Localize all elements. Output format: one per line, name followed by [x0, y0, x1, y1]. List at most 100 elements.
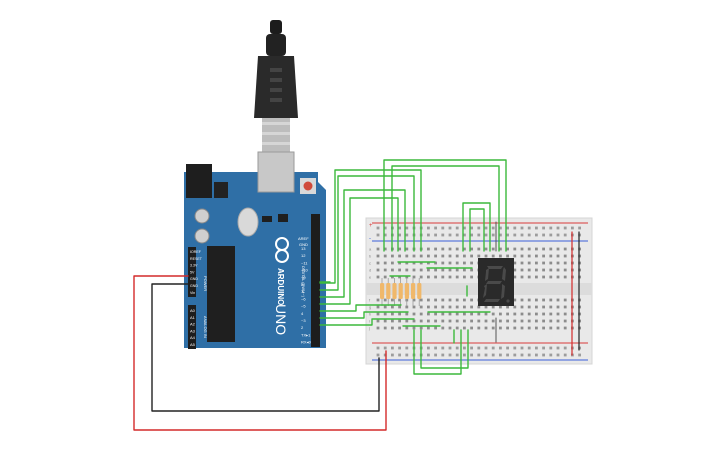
breadboard-hole[interactable] [513, 268, 517, 272]
breadboard-hole[interactable] [434, 226, 437, 230]
breadboard-hole[interactable] [455, 326, 459, 330]
breadboard-hole[interactable] [470, 275, 473, 279]
breadboard-hole[interactable] [419, 268, 423, 272]
breadboard-hole[interactable] [448, 312, 452, 316]
breadboard-hole[interactable] [441, 298, 445, 302]
breadboard-hole[interactable] [535, 233, 538, 237]
breadboard-hole[interactable] [463, 353, 466, 357]
breadboard-hole[interactable] [506, 233, 509, 237]
breadboard-hole[interactable] [549, 254, 553, 258]
breadboard-hole[interactable] [506, 353, 509, 357]
breadboard-hole[interactable] [563, 226, 567, 230]
breadboard-hole[interactable] [455, 226, 459, 230]
breadboard-hole[interactable] [549, 346, 553, 350]
breadboard-hole[interactable] [405, 233, 409, 237]
breadboard-hole[interactable] [376, 268, 380, 272]
breadboard-hole[interactable] [441, 226, 445, 230]
breadboard-hole[interactable] [448, 233, 452, 237]
breadboard-hole[interactable] [376, 233, 380, 237]
breadboard-hole[interactable] [463, 233, 466, 237]
breadboard-hole[interactable] [527, 326, 531, 330]
breadboard-hole[interactable] [549, 319, 553, 323]
breadboard-hole[interactable] [542, 305, 545, 309]
breadboard-hole[interactable] [542, 268, 545, 272]
breadboard-hole[interactable] [563, 326, 567, 330]
breadboard-hole[interactable] [520, 275, 524, 279]
breadboard-hole[interactable] [412, 305, 416, 309]
breadboard-hole[interactable] [441, 268, 445, 272]
breadboard-hole[interactable] [491, 312, 495, 316]
breadboard-hole[interactable] [499, 254, 502, 258]
breadboard-hole[interactable] [441, 261, 445, 265]
breadboard-hole[interactable] [441, 346, 445, 350]
breadboard-hole[interactable] [455, 346, 459, 350]
jumper-wire[interactable] [319, 304, 402, 312]
breadboard-hole[interactable] [527, 268, 531, 272]
breadboard-hole[interactable] [535, 326, 538, 330]
breadboard-hole[interactable] [419, 312, 423, 316]
breadboard-hole[interactable] [499, 305, 502, 309]
breadboard-hole[interactable] [477, 346, 481, 350]
breadboard-hole[interactable] [491, 319, 495, 323]
breadboard-hole[interactable] [427, 226, 430, 230]
breadboard-hole[interactable] [527, 226, 531, 230]
breadboard-hole[interactable] [470, 353, 473, 357]
breadboard-hole[interactable] [419, 305, 423, 309]
breadboard-hole[interactable] [383, 268, 387, 272]
breadboard-hole[interactable] [463, 319, 466, 323]
breadboard-hole[interactable] [427, 254, 430, 258]
breadboard-hole[interactable] [527, 319, 531, 323]
breadboard-hole[interactable] [448, 261, 452, 265]
breadboard-hole[interactable] [513, 353, 517, 357]
breadboard-hole[interactable] [455, 298, 459, 302]
breadboard-hole[interactable] [520, 268, 524, 272]
breadboard-hole[interactable] [398, 268, 401, 272]
breadboard-hole[interactable] [520, 233, 524, 237]
breadboard-hole[interactable] [513, 346, 517, 350]
breadboard-hole[interactable] [405, 312, 409, 316]
breadboard-hole[interactable] [470, 247, 473, 251]
jumper-wire[interactable] [133, 275, 387, 431]
breadboard-hole[interactable] [499, 326, 502, 330]
breadboard-hole[interactable] [383, 312, 387, 316]
breadboard-hole[interactable] [463, 254, 466, 258]
breadboard-hole[interactable] [556, 346, 560, 350]
jumper-wire[interactable] [319, 189, 406, 298]
breadboard-hole[interactable] [527, 346, 531, 350]
breadboard-hole[interactable] [542, 326, 545, 330]
breadboard-hole[interactable] [441, 353, 445, 357]
breadboard-hole[interactable] [477, 233, 481, 237]
breadboard-hole[interactable] [441, 326, 445, 330]
breadboard-hole[interactable] [391, 312, 394, 316]
breadboard-hole[interactable] [542, 298, 545, 302]
breadboard-hole[interactable] [484, 254, 488, 258]
breadboard-hole[interactable] [520, 261, 524, 265]
breadboard-hole[interactable] [542, 346, 545, 350]
breadboard-hole[interactable] [520, 353, 524, 357]
breadboard-hole[interactable] [419, 319, 423, 323]
breadboard-hole[interactable] [513, 254, 517, 258]
breadboard-hole[interactable] [506, 312, 509, 316]
breadboard-hole[interactable] [398, 226, 401, 230]
breadboard-hole[interactable] [463, 275, 466, 279]
breadboard-hole[interactable] [484, 226, 488, 230]
resistor[interactable] [404, 278, 409, 306]
breadboard-hole[interactable] [556, 305, 560, 309]
resistor[interactable] [417, 278, 422, 306]
breadboard-hole[interactable] [427, 353, 430, 357]
breadboard-hole[interactable] [398, 261, 401, 265]
breadboard-hole[interactable] [434, 305, 437, 309]
breadboard-hole[interactable] [448, 247, 452, 251]
jumper-wire[interactable] [319, 197, 399, 305]
breadboard-hole[interactable] [441, 247, 445, 251]
breadboard-hole[interactable] [383, 261, 387, 265]
breadboard-hole[interactable] [463, 312, 466, 316]
breadboard-hole[interactable] [391, 298, 394, 302]
breadboard-hole[interactable] [563, 275, 567, 279]
breadboard-hole[interactable] [506, 226, 509, 230]
breadboard-hole[interactable] [513, 261, 517, 265]
breadboard-hole[interactable] [527, 261, 531, 265]
breadboard-holes[interactable] [376, 226, 581, 357]
breadboard-hole[interactable] [463, 226, 466, 230]
breadboard-hole[interactable] [477, 226, 481, 230]
